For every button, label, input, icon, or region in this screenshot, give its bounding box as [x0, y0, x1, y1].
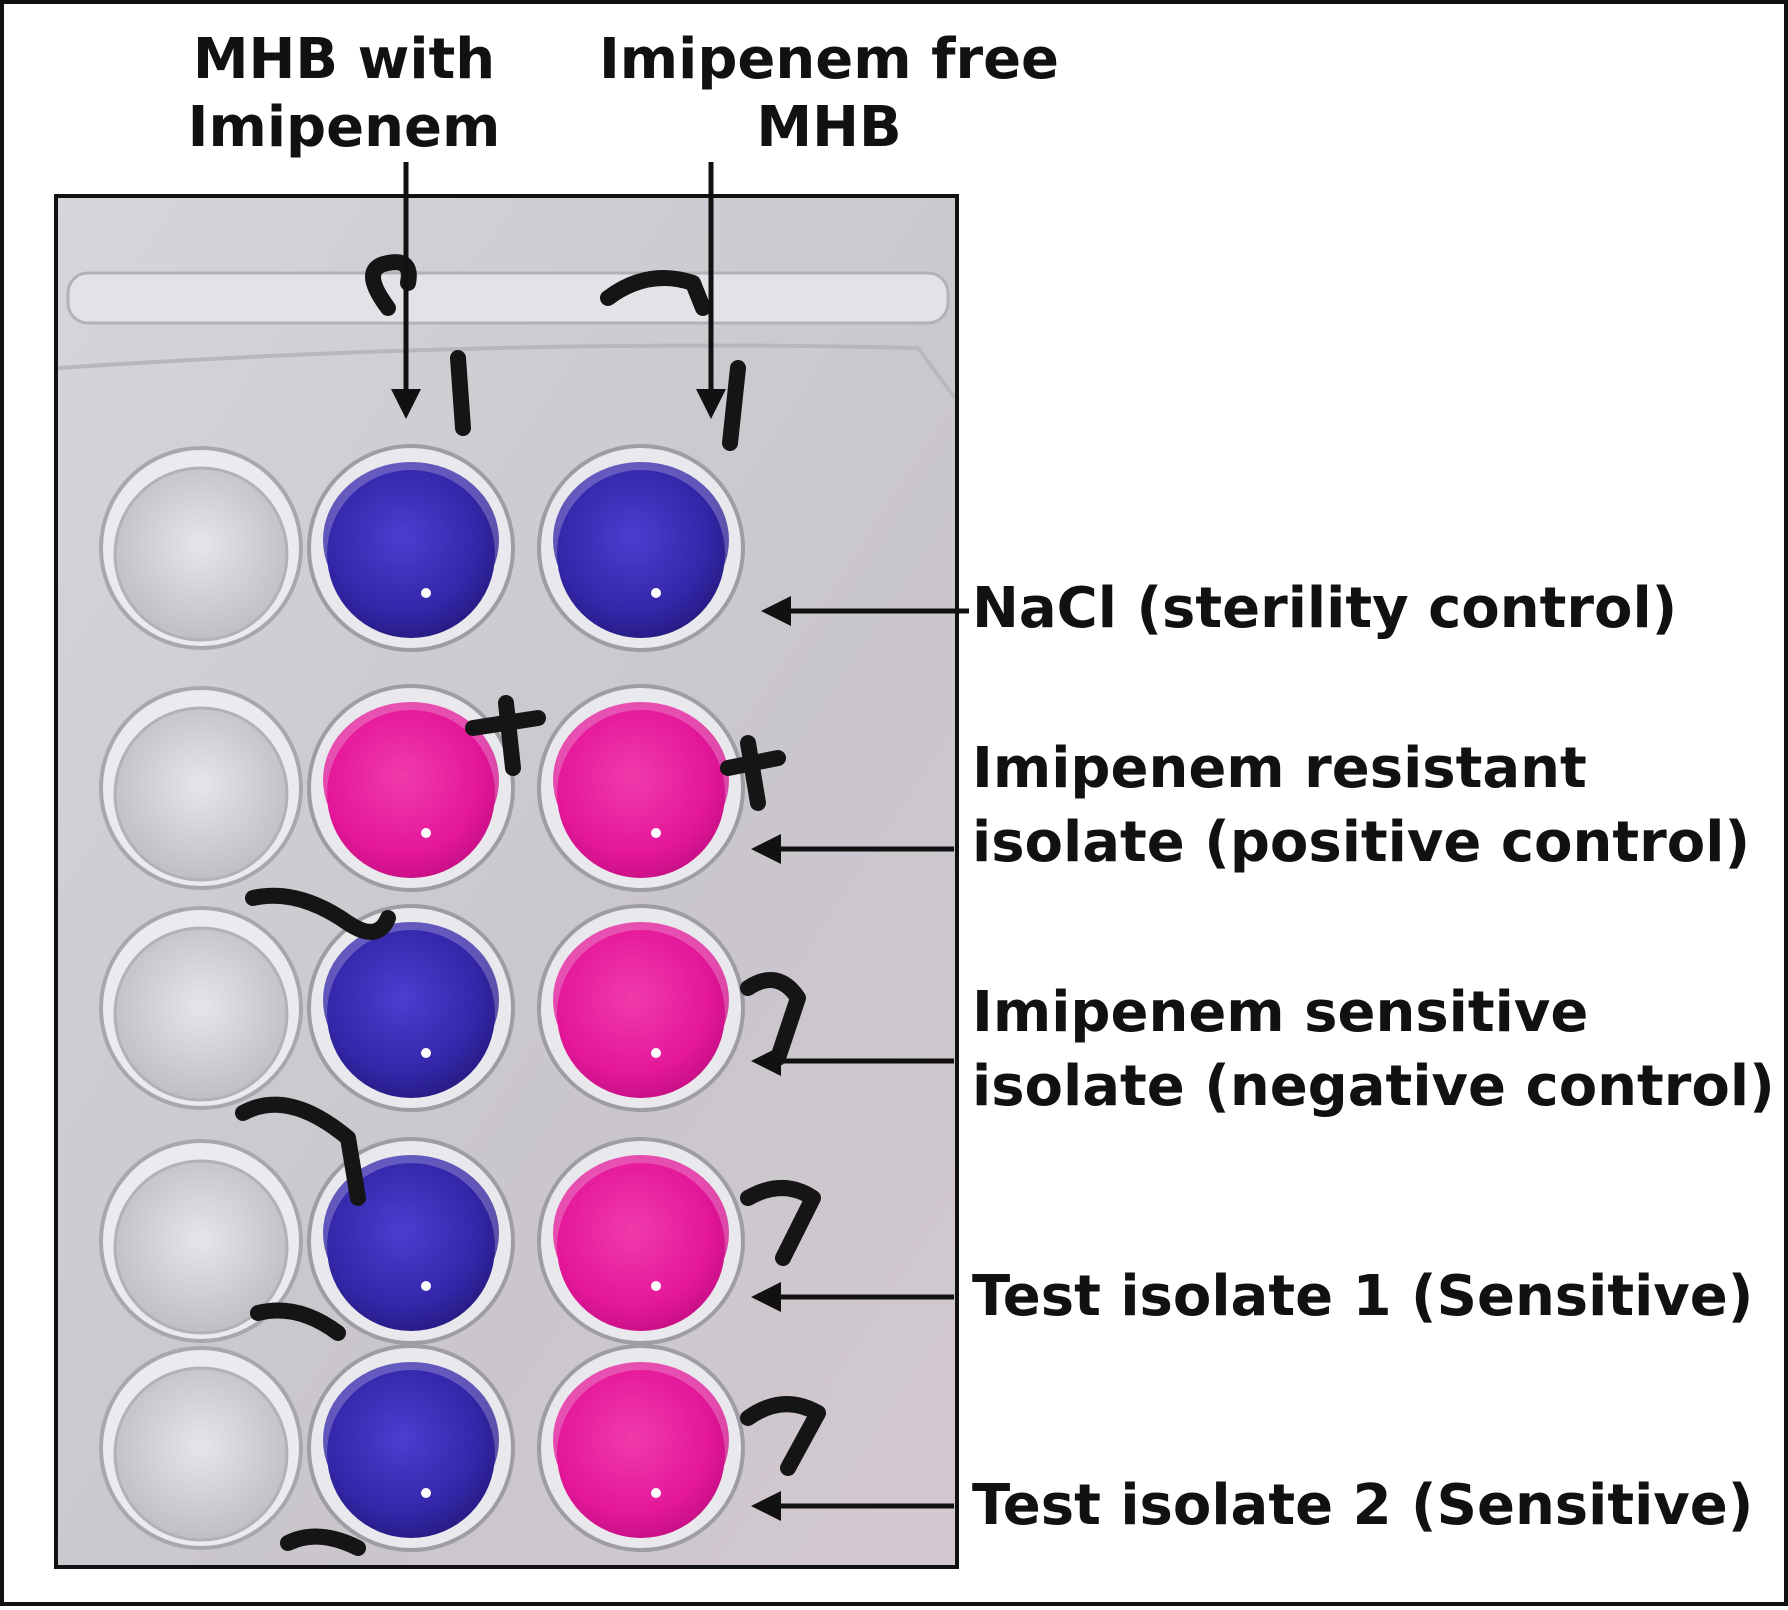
- row-label-line: NaCl (sterility control): [972, 576, 1678, 641]
- column-label-line: MHB: [756, 95, 902, 160]
- well-blue: [307, 904, 515, 1112]
- row-label-line: isolate (negative control): [972, 1054, 1775, 1119]
- column-label-imipenem-free-mhb: Imipenem free MHB: [564, 26, 1094, 162]
- column-label-line: Imipenem: [187, 95, 501, 160]
- empty-well: [99, 1139, 303, 1343]
- well-blue: [537, 444, 745, 652]
- row-label-line: isolate (positive control): [972, 810, 1751, 875]
- column-label-line: Imipenem free: [598, 27, 1060, 92]
- row-label-test-2: Test isolate 2 (Sensitive): [972, 1469, 1782, 1543]
- row-label-line: Imipenem sensitive: [972, 980, 1589, 1045]
- well-pink: [537, 1137, 745, 1345]
- column-label-mhb-with-imipenem: MHB with Imipenem: [154, 26, 534, 162]
- well-blue: [307, 444, 515, 652]
- row-label-test-1: Test isolate 1 (Sensitive): [972, 1260, 1782, 1334]
- marker-annotations: [235, 254, 826, 1556]
- row-label-line: Imipenem resistant: [972, 736, 1587, 801]
- empty-well: [99, 906, 303, 1110]
- filled-wells: [307, 444, 745, 1552]
- empty-wells-column: [99, 446, 303, 1550]
- well-pink: [537, 684, 745, 892]
- empty-well: [99, 446, 303, 650]
- empty-well: [99, 686, 303, 890]
- well-pink: [537, 904, 745, 1112]
- row-label-nacl: NaCl (sterility control): [972, 572, 1782, 646]
- microplate-photo: [54, 194, 959, 1569]
- well-pink: [537, 1344, 745, 1552]
- well-blue: [307, 1344, 515, 1552]
- empty-well: [99, 1346, 303, 1550]
- row-label-sensitive: Imipenem sensitive isolate (negative con…: [972, 976, 1782, 1124]
- well-blue: [307, 1137, 515, 1345]
- row-label-line: Test isolate 2 (Sensitive): [972, 1473, 1754, 1538]
- column-label-line: MHB with: [192, 27, 496, 92]
- well-pink: [307, 684, 515, 892]
- row-label-resistant: Imipenem resistant isolate (positive con…: [972, 732, 1782, 880]
- microplate-illustration: [58, 198, 955, 1565]
- row-label-line: Test isolate 1 (Sensitive): [972, 1264, 1754, 1329]
